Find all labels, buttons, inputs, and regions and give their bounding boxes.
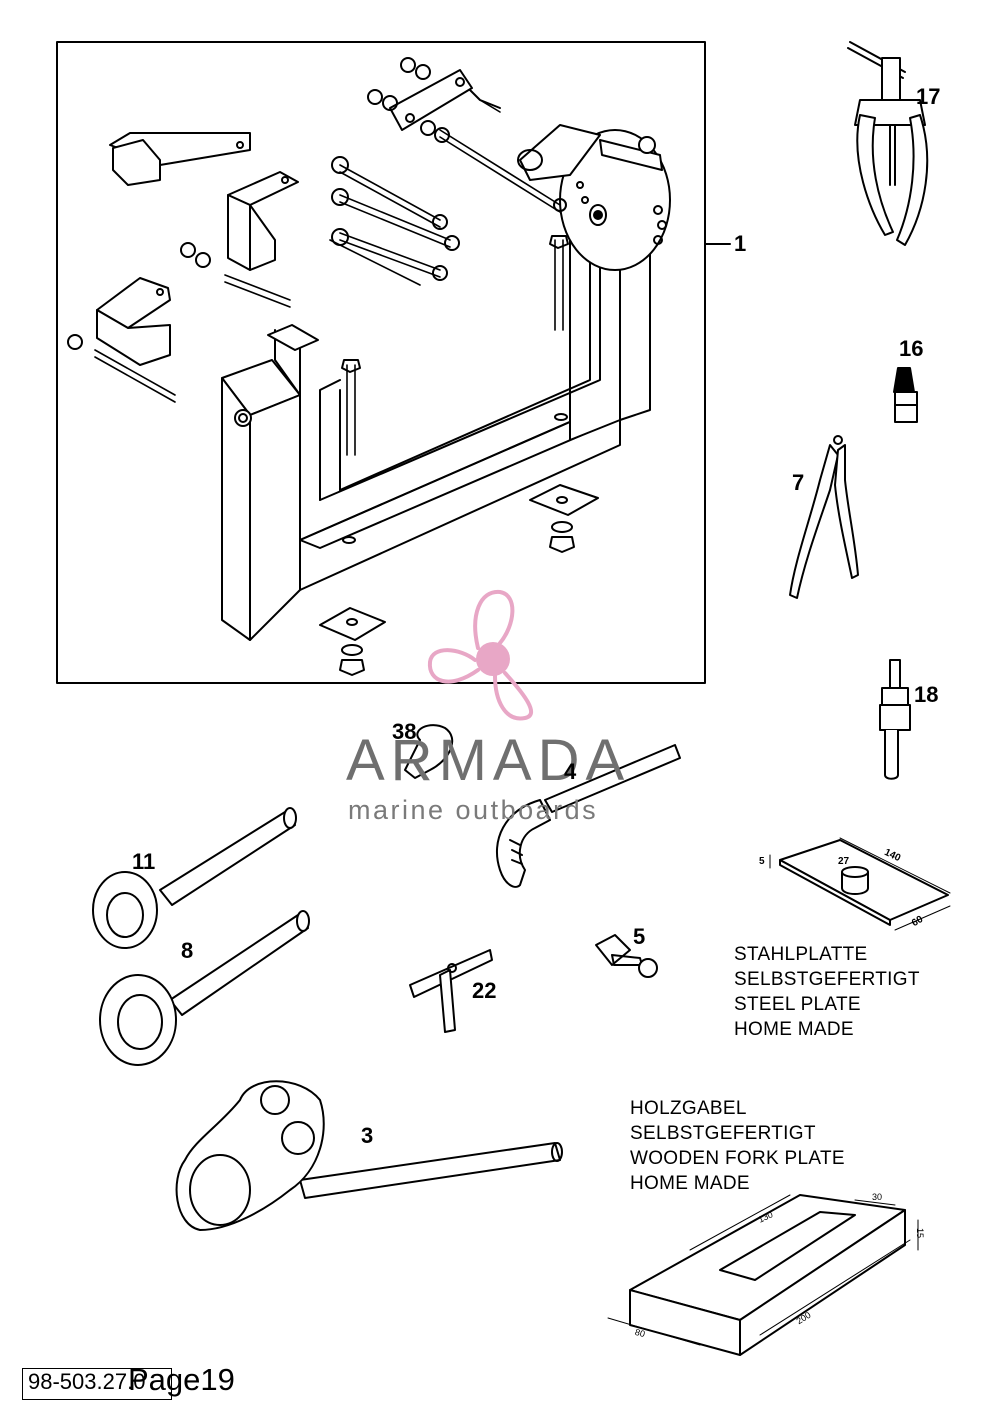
angle-bracket-3 bbox=[96, 277, 171, 366]
steel-note-line: STEEL PLATE bbox=[734, 994, 861, 1015]
part11-spanner bbox=[92, 807, 297, 949]
label-part-18: 18 bbox=[914, 682, 939, 707]
steel-note-line: HOME MADE bbox=[734, 1019, 854, 1040]
wood-note-line: HOLZGABEL bbox=[630, 1098, 747, 1119]
part4-hook-spanner bbox=[495, 744, 681, 888]
wood-fork-note: HOLZGABEL SELBSTGEFERTIGT WOODEN FORK PL… bbox=[630, 1096, 845, 1196]
part3-holder bbox=[175, 1080, 563, 1231]
part7-pliers bbox=[789, 435, 859, 599]
steel-plate-drawing bbox=[769, 837, 951, 931]
steel-note-line: STAHLPLATTE bbox=[734, 944, 868, 965]
wood-note-line: HOME MADE bbox=[630, 1173, 750, 1194]
label-part-3: 3 bbox=[361, 1123, 374, 1148]
watermark-propeller-icon bbox=[427, 589, 533, 721]
label-part-16: 16 bbox=[899, 336, 924, 361]
part18-hammer bbox=[879, 659, 911, 780]
steel-plate-note: STAHLPLATTE SELBSTGEFERTIGT STEEL PLATE … bbox=[734, 942, 920, 1042]
angle-bracket-1 bbox=[109, 132, 251, 186]
part8-spanner bbox=[99, 910, 310, 1066]
bolts-group bbox=[94, 99, 564, 456]
link-plate bbox=[389, 69, 501, 131]
label-part-7: 7 bbox=[792, 470, 805, 495]
footer-code-box bbox=[22, 1368, 172, 1400]
wood-note-line: WOODEN FORK PLATE bbox=[630, 1148, 845, 1169]
angle-bracket-2 bbox=[227, 171, 299, 271]
label-part-5: 5 bbox=[633, 924, 646, 949]
part5-adapter bbox=[595, 934, 658, 978]
nuts-washers bbox=[67, 57, 569, 373]
label-part-1: 1 bbox=[734, 231, 747, 256]
label-part-4: 4 bbox=[564, 759, 577, 784]
base-plate-right bbox=[529, 484, 599, 553]
watermark-tagline: marine outboards bbox=[348, 795, 599, 825]
page-number: Page19 bbox=[128, 1362, 235, 1397]
dim-wood-height: 15 bbox=[915, 1227, 926, 1239]
label-part-8: 8 bbox=[181, 938, 194, 963]
part22-gauge bbox=[409, 949, 493, 1033]
footer-code: 98-503.27.0 bbox=[28, 1369, 146, 1394]
engine-stand-frame bbox=[221, 124, 671, 641]
dim-steel-hole: 27 bbox=[838, 856, 850, 867]
dim-wood-gap: 30 bbox=[872, 1192, 883, 1202]
wood-note-line: SELBSTGEFERTIGT bbox=[630, 1123, 816, 1144]
steel-note-line: SELBSTGEFERTIGT bbox=[734, 969, 920, 990]
part38-clip bbox=[404, 724, 454, 779]
part16-tube bbox=[893, 367, 918, 423]
label-part-22: 22 bbox=[472, 978, 497, 1003]
part1-frame-box bbox=[56, 41, 706, 684]
watermark-brand: ARMADA bbox=[346, 728, 631, 793]
label-part-11: 11 bbox=[132, 849, 156, 874]
base-plate-left bbox=[319, 607, 386, 676]
dim-steel-thickness: 5 bbox=[759, 856, 765, 867]
wooden-fork-drawing bbox=[607, 1194, 919, 1356]
label-part-38: 38 bbox=[392, 719, 417, 744]
label-part-17: 17 bbox=[916, 84, 941, 109]
part17-puller bbox=[847, 41, 929, 246]
